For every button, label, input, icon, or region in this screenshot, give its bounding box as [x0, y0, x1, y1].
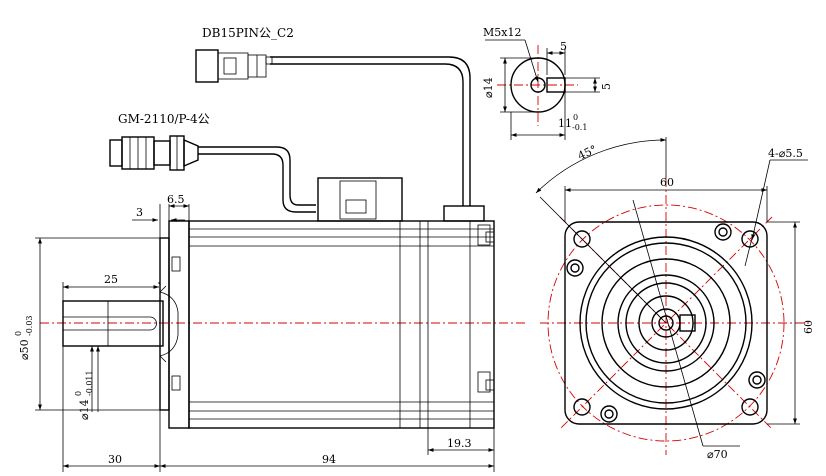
angle-label: 45°	[576, 143, 599, 163]
shaft	[62, 300, 164, 347]
dim-flange-thickness: 6.5	[167, 193, 185, 206]
dim-top	[132, 204, 190, 238]
dim-vertical	[35, 237, 160, 412]
dim-key-depth: 11 0 -0.1	[558, 113, 587, 132]
key-depth-value: 11	[558, 117, 572, 130]
dim-flange-height-text: 60	[802, 320, 815, 334]
dim-shaft-total-text: 30	[108, 453, 122, 466]
shaft-dia-value: ⌀14	[78, 399, 91, 420]
spigot-tol-lo: -0.03	[25, 315, 34, 336]
shaft-tol-up: 0	[74, 391, 83, 396]
flange-front-view	[535, 137, 812, 455]
dim-bottom	[62, 346, 495, 472]
encoder-connector-label: DB15PIN公_C2	[202, 26, 294, 40]
shaft-end-view	[485, 39, 600, 140]
encoder-cable	[270, 56, 471, 206]
key-depth-tol-up: 0	[573, 113, 578, 122]
dim-spigot: 3	[136, 206, 143, 219]
dim-shaft-length-text: 25	[104, 273, 118, 286]
dim-body-length-text: 94	[322, 453, 336, 466]
power-cable	[198, 146, 316, 213]
dim-rear-length-text: 19.3	[447, 437, 472, 450]
spigot-dia-value: ⌀50	[18, 339, 31, 360]
db15-connector-icon	[195, 49, 273, 83]
dim-flange-width-text: 60	[660, 176, 674, 189]
dim-key-height-text: 5	[600, 83, 613, 90]
power-connector-label: GM-2110/P-4公	[118, 112, 210, 126]
holes-label: 4-⌀5.5	[768, 147, 803, 160]
power-connector-icon	[109, 135, 199, 171]
mount-holes	[573, 230, 759, 416]
flange-square	[564, 221, 768, 425]
screw-bosses	[566, 223, 766, 423]
side-view	[35, 49, 525, 472]
spigot-tol-up: 0	[14, 331, 23, 336]
dim-shaft-length	[62, 282, 160, 301]
shaft-tol-lo: -0.011	[85, 370, 94, 396]
key-depth-tol-lo: -0.1	[572, 123, 587, 132]
dim-spigot-dia: ⌀50 0 -0.03	[14, 315, 34, 360]
dim-shaft-dia: ⌀14 0 -0.011	[74, 370, 94, 420]
dim-shaft-dia-side-text: ⌀14	[482, 77, 495, 98]
flange	[159, 220, 190, 429]
pcd-label: ⌀70	[707, 448, 728, 461]
dim-key-width-text: 5	[560, 40, 567, 53]
key-bolt-label: M5x12	[483, 26, 521, 39]
motor-body	[188, 220, 495, 429]
connector-housing	[317, 177, 485, 222]
